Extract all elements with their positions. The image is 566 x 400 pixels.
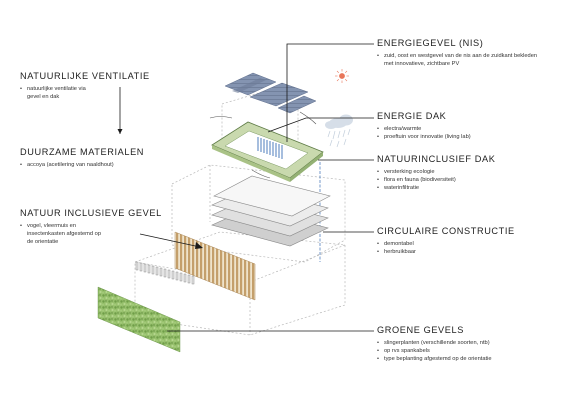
- insect-box-row: [135, 261, 195, 285]
- label-title: NATUUR INCLUSIEVE GEVEL: [20, 208, 162, 218]
- label-bullet: vogel, vleermuis en insectenkasten afges…: [20, 222, 102, 246]
- rain-cloud-icon: [325, 114, 353, 148]
- label-natuur-inclusieve-gevel: NATUUR INCLUSIEVE GEVEL vogel, vleermuis…: [20, 208, 170, 246]
- label-natuurlijke-ventilatie: NATUURLIJKE VENTILATIE natuurlijke venti…: [20, 71, 170, 101]
- label-bullet: op rvs spankabels: [377, 347, 557, 355]
- label-duurzame-materialen: DUURZAME MATERIALEN accoya (acetilering …: [20, 147, 170, 169]
- solar-roof-panels: [224, 72, 317, 114]
- floor-slabs: [211, 175, 331, 247]
- label-bullet: zuid, oost en westgevel van de nis aan d…: [377, 52, 542, 68]
- label-bullet: flora en fauna (biodiversiteit): [377, 176, 557, 184]
- label-title: CIRCULAIRE CONSTRUCTIE: [377, 226, 515, 236]
- label-bullet: electra/warmte: [377, 125, 557, 133]
- label-bullet: versterking ecologie: [377, 168, 557, 176]
- label-bullet: herbruikbaar: [377, 248, 557, 256]
- label-bullet: accoya (acetilering van naaldhout): [20, 161, 170, 169]
- label-energie-dak: ENERGIE DAK electra/warmte proeftuin voo…: [377, 111, 557, 141]
- label-title: NATUURLIJKE VENTILATIE: [20, 71, 150, 81]
- label-title: GROENE GEVELS: [377, 325, 464, 335]
- label-bullet: slingerplanten (verschillende soorten, n…: [377, 339, 557, 347]
- wooden-lamella-facade: [174, 231, 256, 301]
- label-energiegevel: ENERGIEGEVEL (NIS) zuid, oost en westgev…: [377, 38, 557, 68]
- sun-icon: [335, 69, 349, 83]
- green-roof: [211, 121, 324, 182]
- label-bullet: demontabel: [377, 240, 557, 248]
- label-circulaire-constructie: CIRCULAIRE CONSTRUCTIE demontabel herbru…: [377, 226, 557, 256]
- label-bullet: natuurlijke ventilatie via gevel en dak: [20, 85, 100, 101]
- label-title: ENERGIE DAK: [377, 111, 447, 121]
- label-title: ENERGIEGEVEL (NIS): [377, 38, 484, 48]
- label-title: DUURZAME MATERIALEN: [20, 147, 145, 157]
- label-groene-gevels: GROENE GEVELS slingerplanten (verschille…: [377, 325, 557, 363]
- label-natuurinclusief-dak: NATUURINCLUSIEF DAK versterking ecologie…: [377, 154, 557, 192]
- label-bullet: waterinfiltratie: [377, 184, 557, 192]
- green-facade: [97, 286, 181, 353]
- label-bullet: proeftuin voor innovatie (living lab): [377, 133, 557, 141]
- label-bullet: type beplanting afgestemd op de orientat…: [377, 355, 557, 363]
- leader-lines: [117, 43, 374, 332]
- pv-niche-panels: [257, 137, 283, 159]
- label-title: NATUURINCLUSIEF DAK: [377, 154, 496, 164]
